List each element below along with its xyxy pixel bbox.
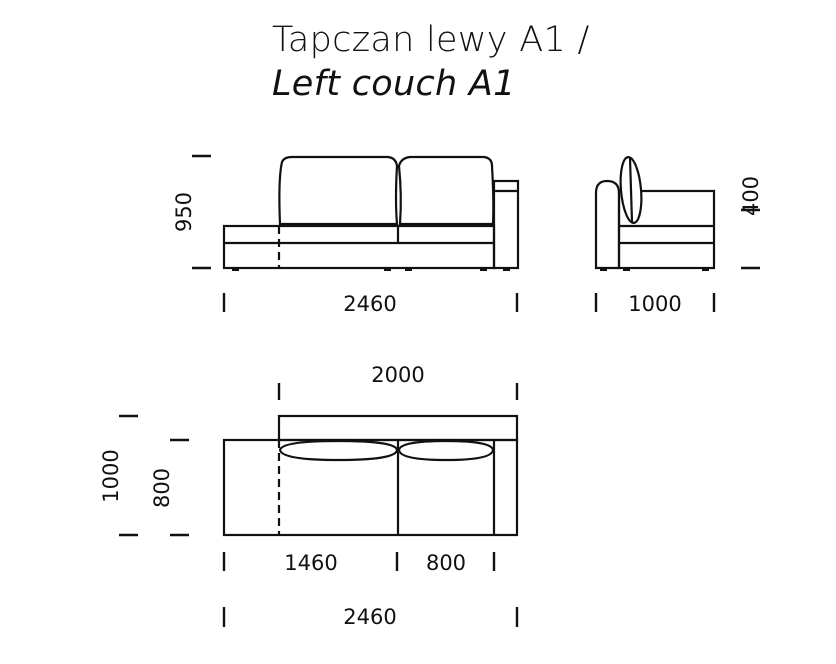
back-cushion-right [397,155,495,226]
feet [232,268,510,271]
title-polish: Tapczan lewy A1 / [272,20,590,60]
top-total-width-label: 2460 [343,605,396,629]
back-cushion-left [278,155,399,226]
segment-label-1460: 1460 [284,551,337,575]
side-height-label: 400 [739,176,763,216]
segment-label-800: 800 [426,551,466,575]
front-view: 950 2460 [172,154,520,316]
cushion-seam [628,157,634,223]
side-depth-label: 1000 [628,292,681,316]
front-width-label: 2460 [343,292,396,316]
top-view: 2000 1000 800 1460 800 2460 [99,363,519,629]
side-armrest [594,179,621,270]
side-view: 400 1000 [594,156,763,316]
backrest-top [277,414,519,442]
seat-base [222,224,496,270]
side-body [617,189,716,270]
back-width-label: 2000 [371,363,424,387]
seat-top [222,438,519,537]
title-english: Left couch A1 [272,64,516,104]
side-feet [600,268,709,271]
top-back-cushion-left [278,439,399,462]
total-depth-label: 1000 [99,449,123,502]
front-height-label: 950 [172,192,196,232]
armrest [492,179,520,270]
top-back-cushion-right [397,439,495,462]
seat-depth-label: 800 [150,468,174,508]
